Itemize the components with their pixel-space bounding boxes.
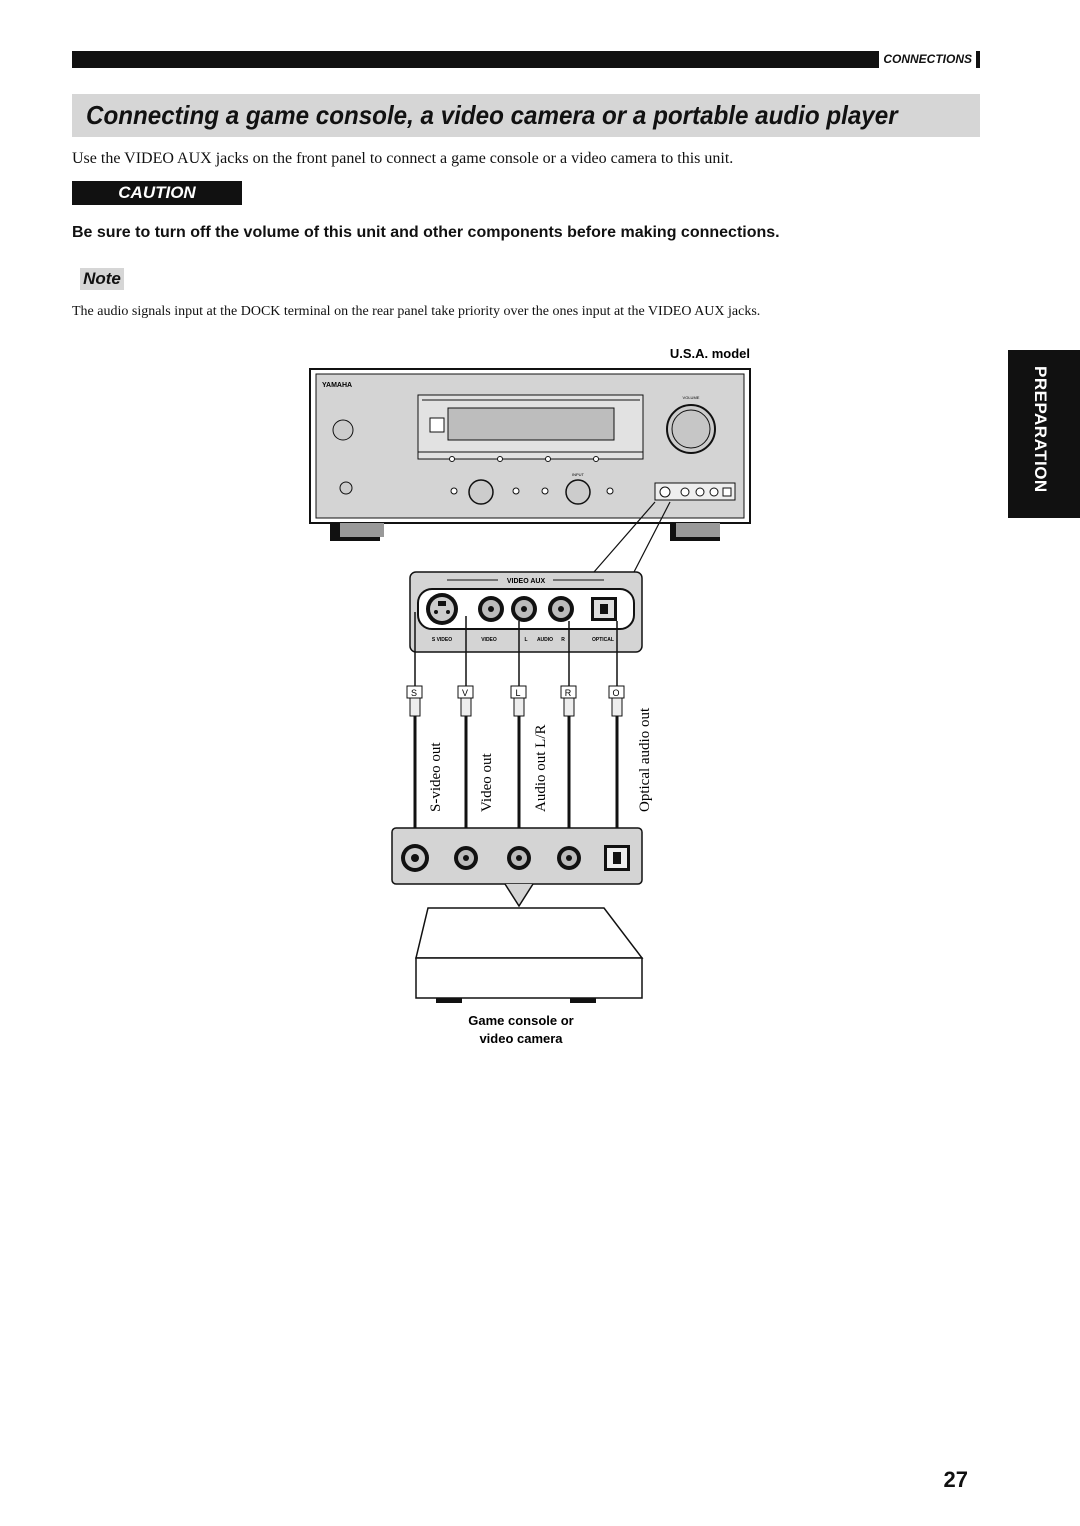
side-tab-label: PREPARATION — [1031, 366, 1050, 493]
game-console-box — [415, 907, 644, 1003]
note-text: The audio signals input at the DOCK term… — [72, 304, 761, 319]
caution-text: Be sure to turn off the volume of this u… — [72, 224, 780, 241]
intro-paragraph: Use the VIDEO AUX jacks on the front pan… — [72, 150, 734, 167]
cable-label-s-video: S-video out — [428, 742, 444, 812]
jack-label-optical: OPTICAL — [592, 637, 614, 643]
receiver-input-label: INPUT — [572, 472, 585, 477]
plug-letter-o: O — [612, 688, 619, 698]
connection-diagram: U.S.A. model YAMAHA VOLUME INPUT — [309, 346, 751, 1046]
caution-badge: CAUTION — [72, 181, 242, 205]
page-title-box: Connecting a game console, a video camer… — [72, 94, 980, 137]
video-aux-title: VIDEO AUX — [507, 578, 546, 585]
section-header-label: CONNECTIONS — [879, 51, 976, 68]
av-receiver: YAMAHA VOLUME INPUT — [309, 368, 751, 541]
plug-letter-v: V — [462, 688, 468, 698]
plugs: S V L R O — [406, 685, 625, 717]
device-caption-line1: Game console or — [468, 1013, 573, 1028]
page-number: 27 — [943, 1467, 968, 1492]
jack-label-s-video: S VIDEO — [432, 637, 452, 643]
jack-label-r: R — [561, 637, 565, 643]
jack-label-video: VIDEO — [481, 637, 497, 643]
plug-letter-r: R — [565, 688, 572, 698]
brand-logo: YAMAHA — [322, 382, 352, 389]
side-tab: PREPARATION — [1008, 350, 1080, 518]
cable-label-optical: Optical audio out — [637, 707, 653, 812]
model-label: U.S.A. model — [670, 346, 750, 361]
device-caption-line2: video camera — [479, 1031, 563, 1046]
page-title: Connecting a game console, a video camer… — [86, 100, 898, 130]
receiver-volume-label: VOLUME — [683, 395, 700, 400]
jack-label-audio: AUDIO — [537, 637, 553, 643]
plug-letter-s: S — [411, 688, 417, 698]
section-header-bar: CONNECTIONS — [72, 51, 980, 68]
device-output-panel — [391, 827, 643, 908]
cable-label-audio: Audio out L/R — [533, 724, 549, 812]
note-badge: Note — [80, 268, 124, 290]
jack-label-l: L — [524, 637, 527, 643]
cables — [413, 612, 619, 858]
plug-letter-l: L — [515, 688, 520, 698]
cable-label-video: Video out — [479, 752, 495, 812]
video-aux-panel: VIDEO AUX S VIDEO VIDEO L AUDIO R OPTICA… — [409, 571, 643, 653]
